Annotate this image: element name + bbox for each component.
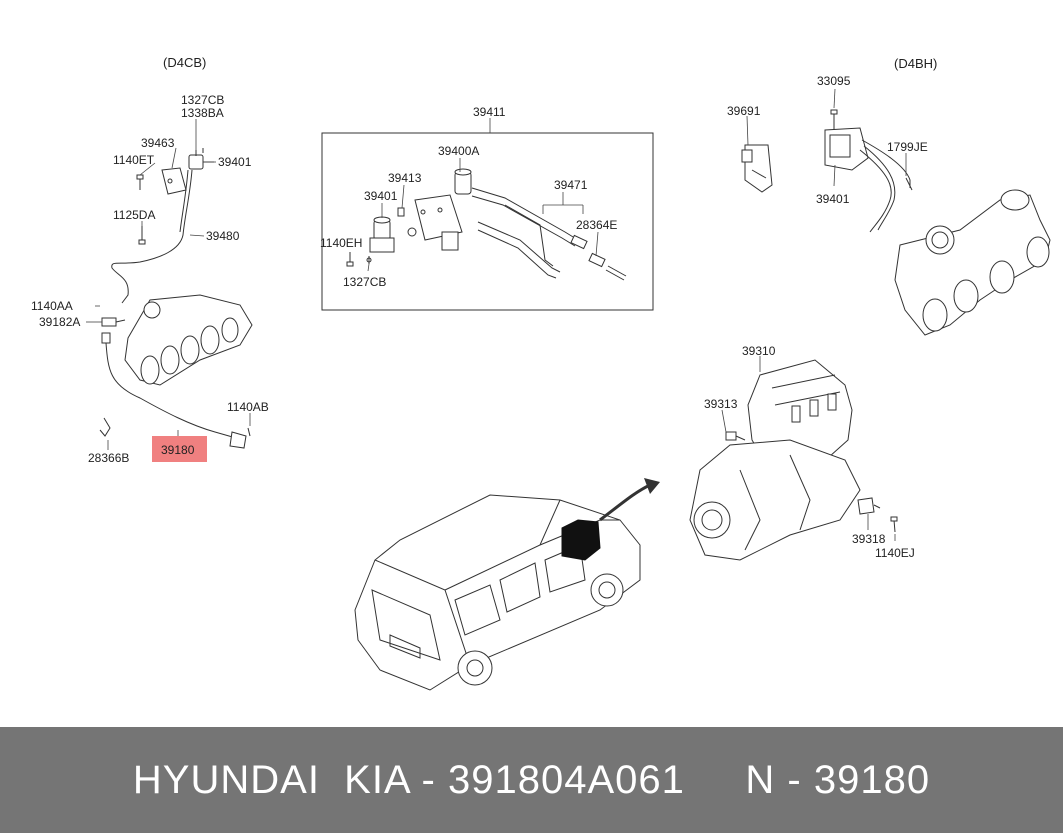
label-1338ba: 1338BA [181,106,224,120]
label-1140ab: 1140AB [227,400,269,414]
label-39313: 39313 [704,397,738,411]
label-1140ej: 1140EJ [875,546,915,560]
label-28366b: 28366B [88,451,129,465]
label-39480: 39480 [206,229,240,243]
parts-diagram: (D4CB) (D4BH) [31,55,1051,691]
label-39471: 39471 [554,178,588,192]
label-39318: 39318 [852,532,886,546]
engine-drawing [689,356,898,561]
right-top-assembly-drawing [741,88,1051,336]
label-1799je: 1799JE [887,140,928,154]
label-39413: 39413 [388,171,422,185]
label-1327cb-top: 1327CB [181,93,224,107]
label-33095: 33095 [817,74,851,88]
label-39400a: 39400A [438,144,479,158]
label-39411: 39411 [473,105,506,119]
label-39182a: 39182A [39,315,80,329]
label-39401-right: 39401 [816,192,850,206]
label-39691: 39691 [727,104,761,118]
left-assembly-drawing [86,119,253,450]
footer-bar: HYUNDAI KIA - 391804A061 N - 39180 [0,727,1063,833]
label-1140et: 1140ET [113,153,155,167]
highlight-box-39180 [152,436,207,462]
label-28364e: 28364E [576,218,617,232]
label-1140eh: 1140EH [320,236,362,250]
van-drawing [354,478,660,691]
variant-label-d4cb: (D4CB) [163,55,206,70]
label-1125da: 1125DA [113,208,155,222]
label-39180: 39180 [161,443,195,457]
part-number-caption: HYUNDAI KIA - 391804A061 N - 39180 [132,757,931,802]
label-39310: 39310 [742,344,776,358]
center-assembly-drawing [321,118,654,311]
variant-label-d4bh: (D4BH) [894,56,937,71]
label-39463: 39463 [141,136,175,150]
label-1140aa: 1140AA [31,299,73,313]
label-1327cb-bottom: 1327CB [343,275,386,289]
label-39401-left: 39401 [218,155,252,169]
label-39401-center: 39401 [364,189,398,203]
